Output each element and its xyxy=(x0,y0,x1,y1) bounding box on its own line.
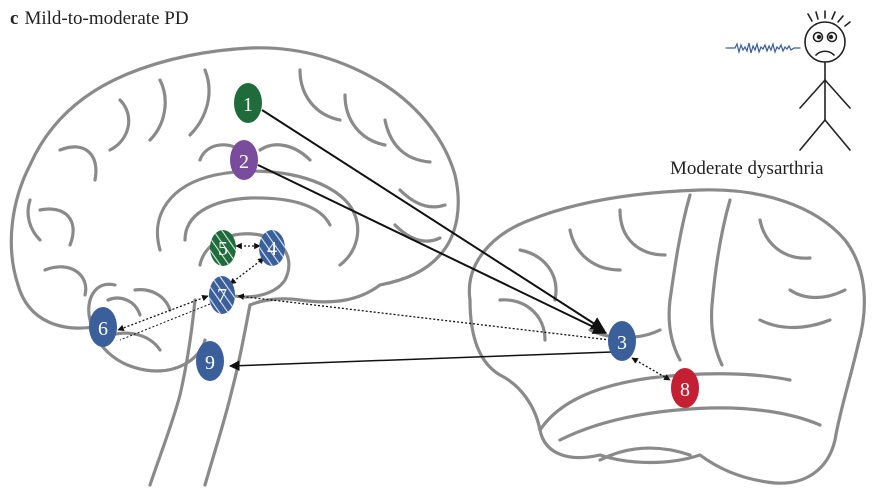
connection-7-6-b xyxy=(119,303,211,341)
region-label-5: 5 xyxy=(218,238,228,260)
panel-letter: c xyxy=(10,8,19,29)
region-label-9: 9 xyxy=(205,352,215,374)
region-2: 2 xyxy=(230,140,258,180)
head-icon xyxy=(804,21,846,63)
region-4: 4 xyxy=(259,230,285,266)
connection-arrows xyxy=(117,109,671,381)
connection-7-4 xyxy=(229,257,265,285)
connection-3-8 xyxy=(631,357,671,381)
region-label-3: 3 xyxy=(617,332,627,354)
region-6: 6 xyxy=(89,307,117,347)
region-label-4: 4 xyxy=(267,238,277,260)
region-9: 9 xyxy=(196,341,224,381)
connection-7-6 xyxy=(117,295,209,331)
brain-regions: 1 2 3 4 5 6 xyxy=(89,83,699,408)
connection-3-7 xyxy=(237,293,611,341)
region-label-8: 8 xyxy=(680,379,690,401)
sagittal-brain-outline xyxy=(9,46,460,487)
region-label-7: 7 xyxy=(217,285,227,307)
connection-3-9 xyxy=(228,351,613,371)
region-1: 1 xyxy=(234,83,262,123)
region-3: 3 xyxy=(608,321,636,361)
region-5: 5 xyxy=(210,230,236,266)
region-label-6: 6 xyxy=(98,318,108,340)
region-7: 7 xyxy=(209,276,235,314)
panel-title: Mild-to-moderate PD xyxy=(24,8,189,29)
speech-waveform xyxy=(725,41,801,55)
connection-2-3 xyxy=(257,164,608,334)
figure-caption: Moderate dysarthria xyxy=(670,158,824,179)
lateral-brain-outline xyxy=(467,188,866,485)
region-label-1: 1 xyxy=(243,94,253,116)
region-label-2: 2 xyxy=(239,151,249,173)
region-8: 8 xyxy=(671,368,699,408)
connection-1-3 xyxy=(261,109,606,331)
speaker-stick-figure xyxy=(725,10,851,151)
